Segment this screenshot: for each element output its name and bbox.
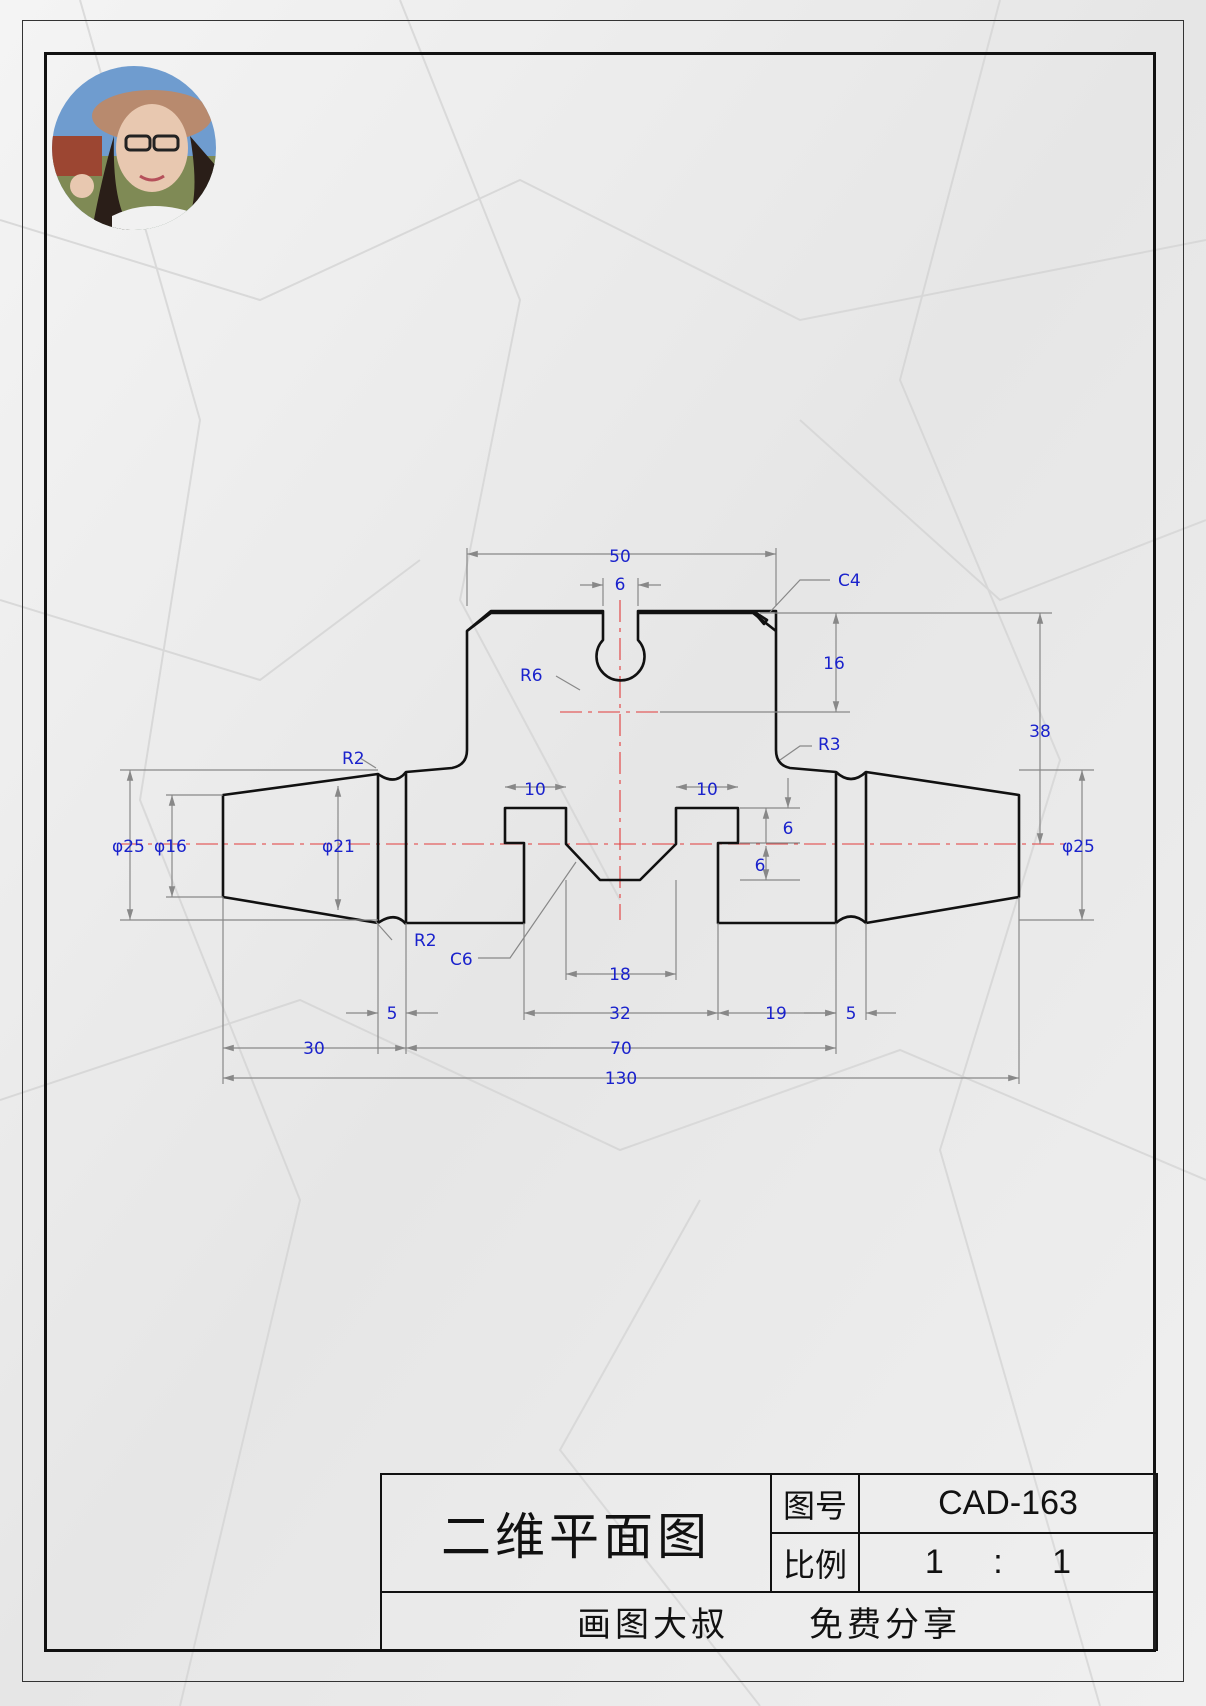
dim-overall-len: 130 [605,1069,637,1089]
dim-neck-dia: φ21 [322,837,355,857]
dim-keyhole-radius: R6 [520,666,543,686]
dim-fillet-left-top: R2 [342,749,365,769]
dim-recess-depth-bottom: 6 [755,856,766,876]
dimension-lines [120,548,1094,1084]
dim-v-bottom: 18 [609,965,631,985]
dim-left-outer-dia: φ25 [112,837,145,857]
drawing-number: CAD-163 [860,1475,1156,1534]
dim-right-step: 19 [765,1004,787,1024]
dim-groove-left: 5 [387,1004,398,1024]
title-block: 二维平面图 图号 CAD-163 比例 1 : 1 画图大叔 免费分享 [380,1473,1158,1651]
dim-left-cone-len: 30 [303,1039,325,1059]
dim-chamfer-v: C6 [450,950,473,970]
author-name: 画图大叔 [577,1604,729,1645]
dim-groove-right: 5 [846,1004,857,1024]
dim-body-len: 70 [610,1039,632,1059]
dim-slot-depth: 16 [823,654,845,674]
dim-inner-span: 32 [609,1004,631,1024]
dim-recess-left: 10 [524,780,546,800]
dim-total-height: 38 [1029,722,1051,742]
drawing-title: 二维平面图 [382,1475,772,1593]
dim-fillet-right: R3 [818,735,841,755]
scale-label: 比例 [772,1534,860,1593]
centerlines [120,600,1070,920]
dim-right-dia: φ25 [1062,837,1095,857]
dim-left-inner-dia: φ16 [154,837,187,857]
title-block-footer: 画图大叔 免费分享 [382,1593,1156,1649]
dim-top-width: 50 [609,547,631,567]
outer-border [22,20,1184,1682]
dim-fillet-left-bottom: R2 [414,931,437,951]
dim-recess-right: 10 [696,780,718,800]
scale-value: 1 : 1 [860,1534,1156,1593]
dim-slot-width: 6 [615,575,626,595]
dimension-labels: 50 6 C4 16 38 R6 R2 R3 R2 φ25 φ16 φ21 φ2… [112,547,1095,1089]
drawing-number-label: 图号 [772,1475,860,1534]
dim-recess-depth-top: 6 [783,819,794,839]
share-note: 免费分享 [809,1604,961,1645]
dim-chamfer-top: C4 [838,571,861,591]
